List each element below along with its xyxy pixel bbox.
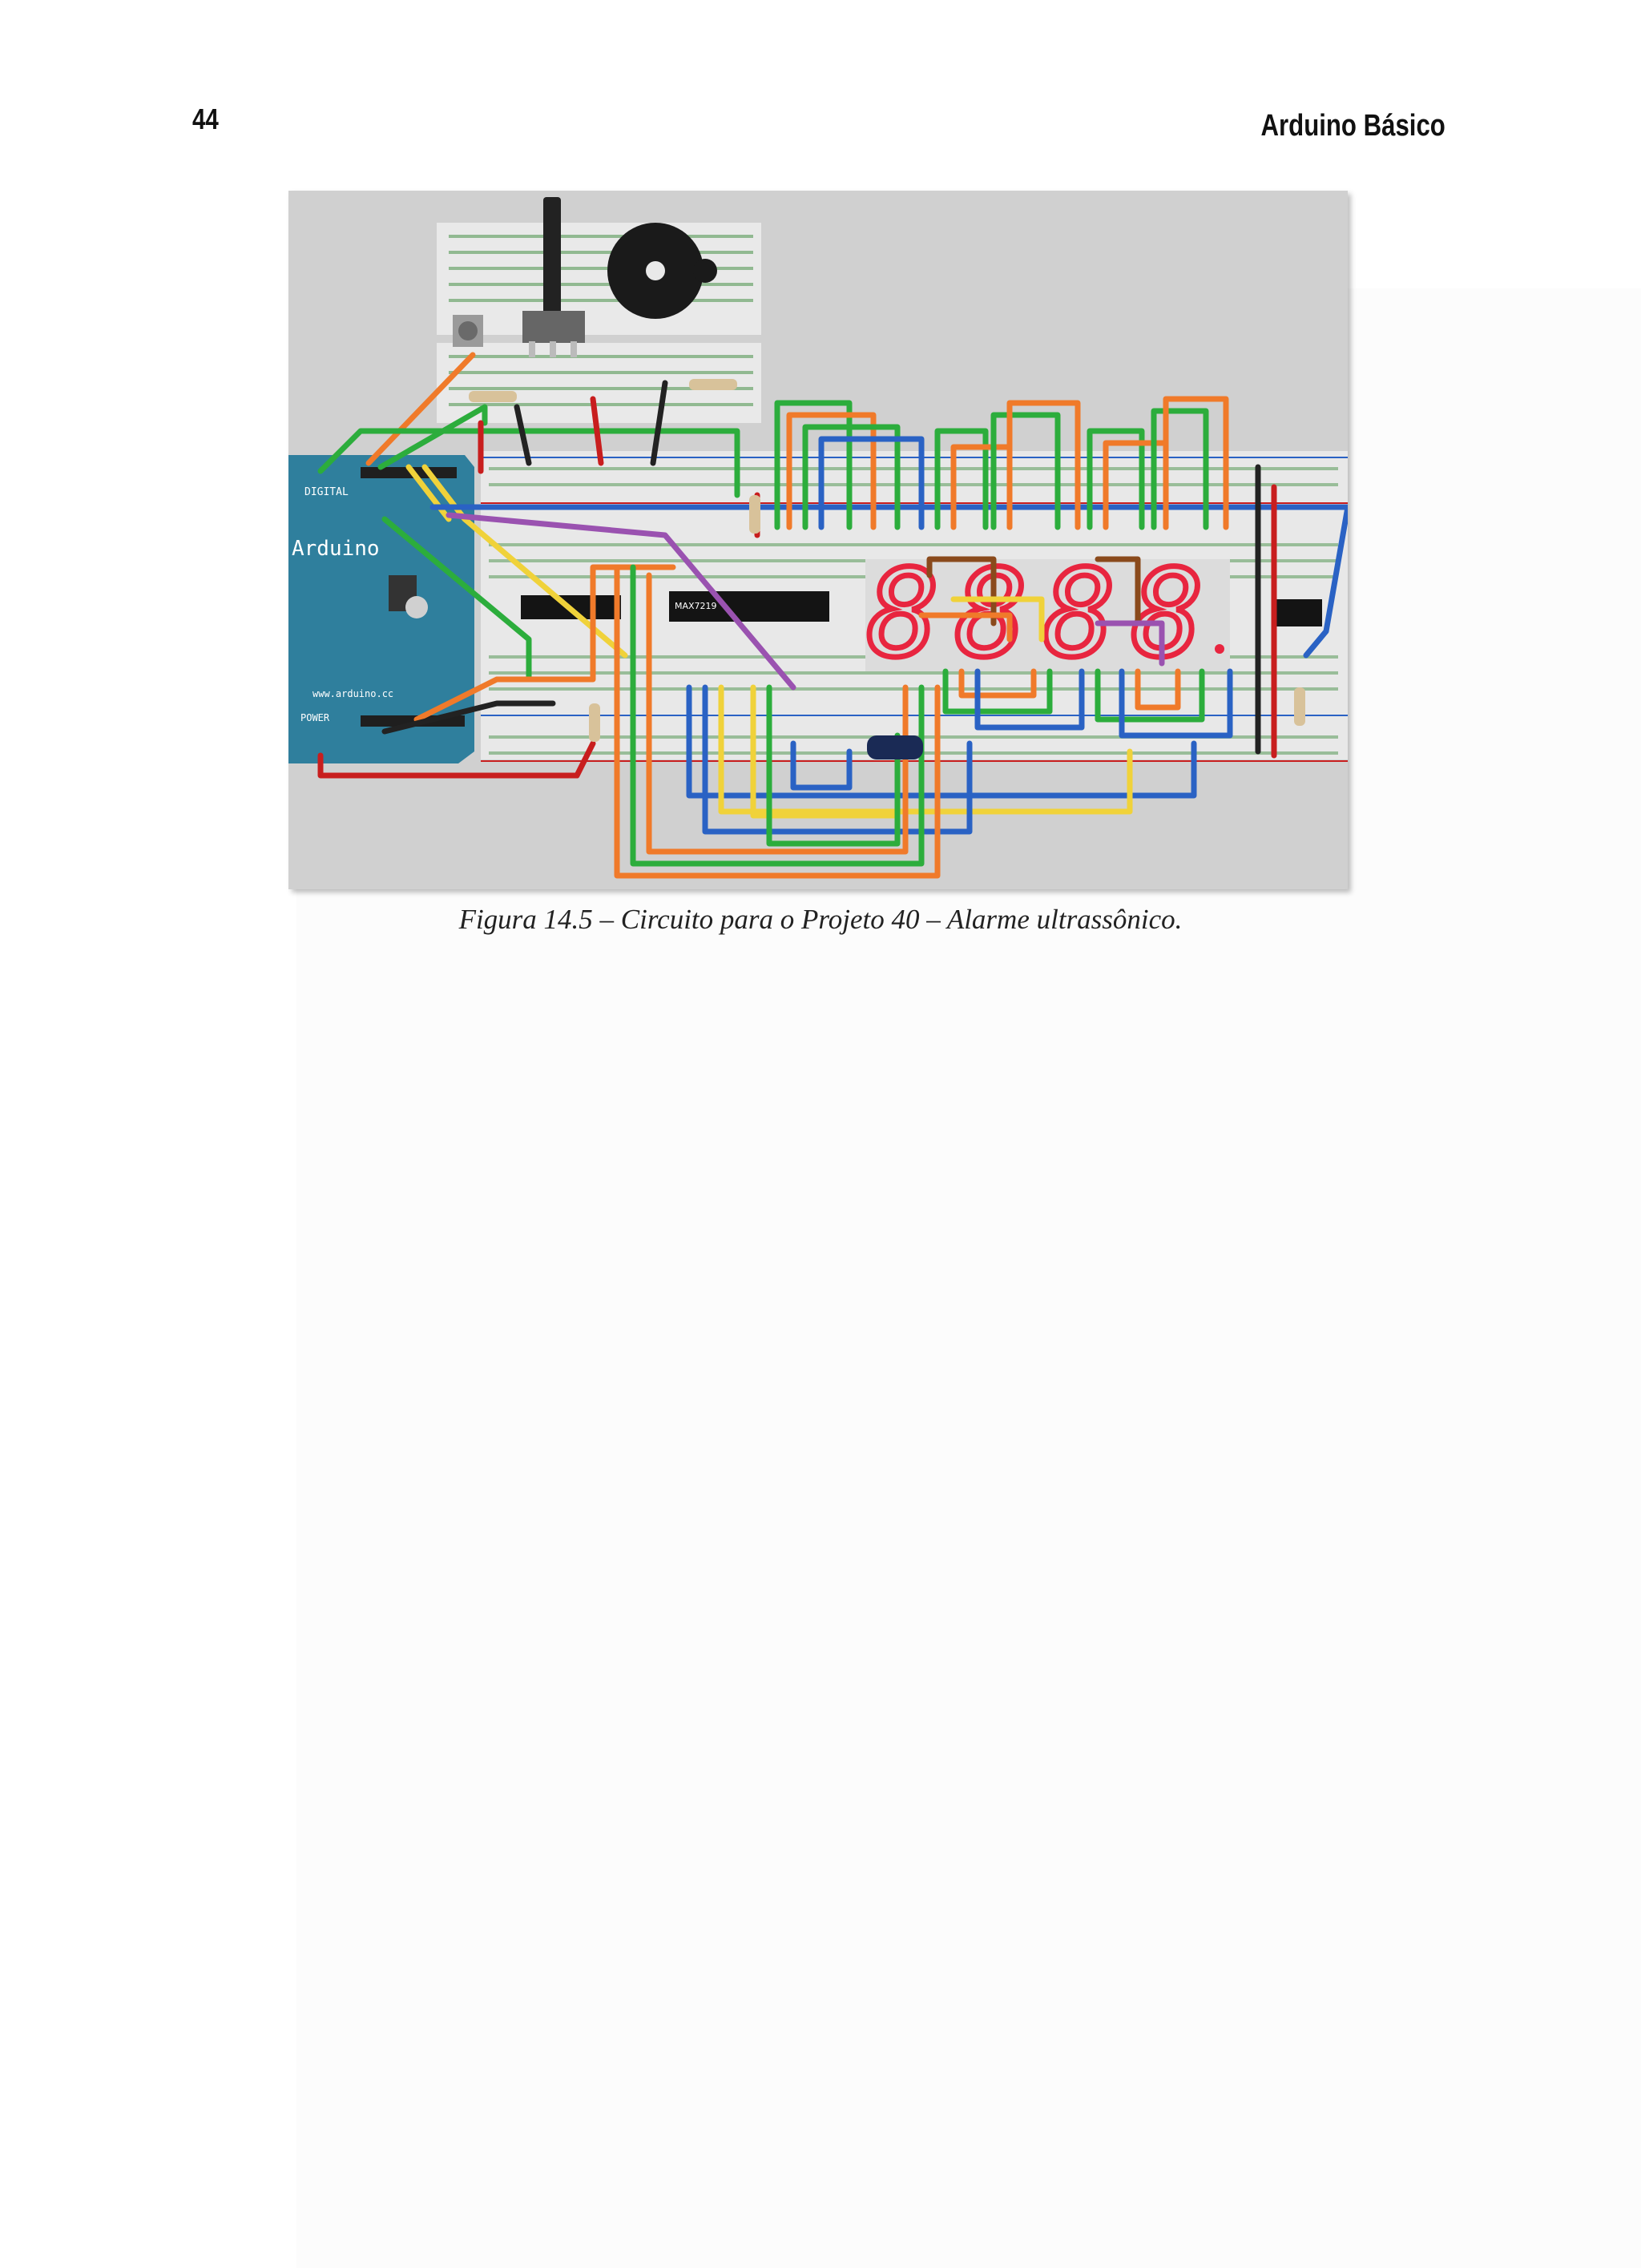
- potentiometer-shaft: [543, 197, 561, 317]
- wire-blue: [974, 668, 1085, 731]
- max7219-chip-label: MAX7219: [675, 601, 717, 611]
- wire-green: [1151, 408, 1209, 530]
- wire-brown: [926, 556, 997, 626]
- wire-green: [774, 400, 853, 530]
- wire-green: [942, 668, 1053, 715]
- wire-blue: [686, 684, 1197, 799]
- power-header-label: POWER: [300, 712, 330, 723]
- wire-red: [590, 396, 604, 466]
- wire-black: [650, 380, 668, 466]
- resistor: [749, 495, 760, 534]
- wire-brown: [1095, 556, 1141, 626]
- wire-green: [802, 424, 901, 530]
- display-digit: 8: [1131, 545, 1204, 684]
- resistor: [689, 379, 737, 390]
- jumper-wires: [317, 352, 1348, 879]
- wire-blue: [818, 436, 925, 530]
- wire-orange: [958, 668, 1037, 699]
- wire-purple: [1095, 620, 1165, 667]
- display-digit: 8: [1043, 545, 1115, 684]
- wire-orange: [1163, 396, 1229, 530]
- page-number: 44: [192, 103, 219, 135]
- wire-green: [381, 516, 532, 683]
- wire-green: [1095, 668, 1205, 723]
- top-breadboard-holes: [449, 235, 753, 406]
- wire-blue: [1119, 668, 1233, 739]
- wire-black: [514, 404, 532, 466]
- wire-green: [766, 684, 901, 847]
- wire-green: [630, 564, 925, 867]
- wire-orange: [1135, 668, 1181, 711]
- wire-blue: [702, 684, 973, 835]
- wire-blue: [790, 740, 853, 791]
- potentiometer-body: [522, 311, 585, 343]
- wire-yellow: [405, 464, 452, 522]
- wire-green: [934, 428, 989, 530]
- wire-orange: [1006, 400, 1081, 530]
- wire-red: [317, 740, 596, 779]
- wire-green: [1087, 428, 1145, 530]
- wire-orange: [786, 412, 877, 530]
- decimal-point: [1215, 644, 1224, 654]
- wire-green: [990, 412, 1061, 530]
- wire-orange: [365, 352, 476, 466]
- wire-purple: [446, 512, 796, 691]
- wire-yellow: [950, 596, 1045, 643]
- wire-black: [381, 700, 556, 735]
- circuit-figure: Arduino DIGITAL www.arduino.cc POWER MAX…: [288, 191, 1348, 889]
- wire-yellow: [718, 684, 1133, 815]
- max7219-chip: [669, 591, 829, 622]
- wire-green: [377, 404, 488, 470]
- wire-orange: [614, 564, 941, 879]
- arduino-url-text: www.arduino.cc: [312, 688, 393, 699]
- capacitor: [867, 735, 923, 759]
- digital-header-label: DIGITAL: [304, 486, 349, 498]
- resistor: [469, 391, 517, 402]
- resistor: [1294, 687, 1305, 726]
- wire-orange: [918, 612, 1013, 643]
- running-head: Arduino Básico: [1260, 109, 1445, 143]
- arduino-board: Arduino DIGITAL www.arduino.cc POWER: [288, 455, 474, 763]
- wire-blue: [1303, 504, 1348, 659]
- arduino-logo-text: Arduino: [292, 537, 380, 561]
- wire-green: [317, 428, 740, 498]
- slide-switch: [1272, 599, 1322, 626]
- figure-caption: Figura 14.5 – Circuito para o Projeto 40…: [458, 904, 1183, 935]
- breadboard-diagram: Arduino DIGITAL www.arduino.cc POWER MAX…: [288, 191, 1348, 889]
- resistor: [589, 703, 600, 742]
- wire-orange: [646, 572, 909, 855]
